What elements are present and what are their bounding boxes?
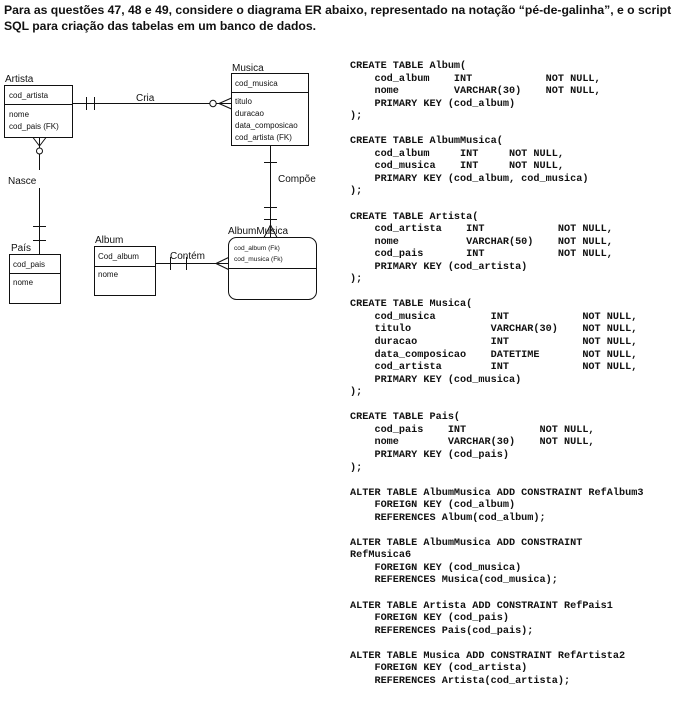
sql-line: PRIMARY KEY (cod_album, cod_musica) [350, 173, 589, 185]
intro-text: Para as questões 47, 48 e 49, considere … [4, 2, 672, 34]
albummusica-key-attr: cod_album (Fk) [234, 245, 280, 252]
sql-line: CREATE TABLE Artista( [350, 211, 479, 223]
sql-line: REFERENCES Album(cod_album); [350, 512, 546, 524]
intro-line-1: Para as questões 47, 48 e 49, considere … [4, 3, 672, 17]
sql-line [350, 199, 643, 212]
sql-line: ALTER TABLE AlbumMusica ADD CONSTRAINT [350, 537, 583, 549]
entity-albummusica-title: AlbumMusica [228, 226, 288, 237]
entity-musica-title: Musica [232, 63, 264, 74]
sql-line: ); [350, 462, 363, 474]
entity-pais-title: País [11, 243, 31, 254]
sql-line: cod_album INT NOT NULL, [350, 73, 601, 85]
sql-line: PRIMARY KEY (cod_artista) [350, 261, 528, 273]
sql-line [350, 638, 643, 651]
sql-line [350, 588, 643, 601]
sql-line [350, 525, 643, 538]
album-attr: nome [98, 270, 119, 279]
sql-line: CREATE TABLE Pais( [350, 412, 461, 424]
intro-line-2: SQL para criação das tabelas em um banco… [4, 19, 317, 33]
sql-line: cod_pais INT NOT NULL, [350, 424, 595, 436]
sql-line [350, 475, 643, 488]
entity-artista-box [4, 85, 73, 138]
sql-line: ALTER TABLE Artista ADD CONSTRAINT RefPa… [350, 600, 613, 612]
musica-attr: data_composicao [235, 121, 298, 130]
sql-line [350, 287, 643, 300]
sql-line: FOREIGN KEY (cod_musica) [350, 562, 522, 574]
sql-line: cod_artista INT NOT NULL, [350, 362, 638, 374]
sql-line: nome VARCHAR(30) NOT NULL, [350, 437, 595, 449]
sql-line: nome VARCHAR(50) NOT NULL, [350, 236, 613, 248]
musica-attr: cod_artista (FK) [235, 133, 292, 142]
sql-line: titulo VARCHAR(30) NOT NULL, [350, 324, 638, 336]
sql-line [350, 400, 643, 413]
sql-line: ALTER TABLE Musica ADD CONSTRAINT RefArt… [350, 650, 626, 662]
relationship-compoe-label: Compõe [278, 174, 316, 185]
musica-attr: titulo [235, 97, 252, 106]
entity-album-box [94, 246, 156, 296]
musica-attr: duracao [235, 109, 264, 118]
relationship-cria-label: Cria [136, 93, 155, 104]
relationship-contem-label: Contém [170, 251, 205, 262]
pais-key-attr: cod_pais [13, 260, 45, 269]
sql-line: REFERENCES Artista(cod_artista); [350, 675, 571, 687]
entity-album-title: Album [95, 235, 123, 246]
albummusica-key-attr: cod_musica (Fk) [234, 256, 283, 263]
sql-script: CREATE TABLE Album( cod_album INT NOT NU… [350, 61, 643, 688]
entity-artista-title: Artista [5, 74, 34, 85]
artista-attr: cod_pais (FK) [9, 122, 59, 131]
sql-line: PRIMARY KEY (cod_album) [350, 98, 516, 110]
artista-key-attr: cod_artista [9, 91, 49, 100]
entity-pais-box [9, 254, 61, 304]
sql-line: ); [350, 111, 363, 123]
sql-line: PRIMARY KEY (cod_pais) [350, 449, 509, 461]
er-diagram: Artista Musica País Album AlbumMusica co… [4, 63, 317, 304]
sql-line: CREATE TABLE AlbumMusica( [350, 136, 503, 148]
sql-line: cod_artista INT NOT NULL, [350, 224, 613, 236]
sql-line: cod_musica INT NOT NULL, [350, 161, 564, 173]
sql-line: PRIMARY KEY (cod_musica) [350, 374, 522, 386]
sql-line: cod_musica INT NOT NULL, [350, 311, 638, 323]
sql-line: REFERENCES Pais(cod_pais); [350, 625, 534, 637]
sql-line: REFERENCES Musica(cod_musica); [350, 575, 558, 587]
sql-line: FOREIGN KEY (cod_pais) [350, 613, 509, 625]
artista-attr: nome [9, 110, 30, 119]
sql-line: cod_album INT NOT NULL, [350, 148, 564, 160]
sql-line: nome VARCHAR(30) NOT NULL, [350, 86, 601, 98]
pais-attr: nome [13, 278, 34, 287]
sql-line: ); [350, 274, 363, 286]
sql-line: data_composicao DATETIME NOT NULL, [350, 349, 638, 361]
relationship-nasce-line [32, 137, 47, 255]
sql-line: cod_pais INT NOT NULL, [350, 249, 613, 261]
sql-line: CREATE TABLE Musica( [350, 299, 473, 311]
album-key-attr: Cod_album [98, 252, 139, 261]
sql-line: FOREIGN KEY (cod_album) [350, 500, 516, 512]
relationship-contem-line [155, 257, 229, 270]
sql-line: RefMusica6 [350, 550, 412, 562]
sql-line: CREATE TABLE Album( [350, 61, 467, 72]
sql-line [350, 124, 643, 137]
musica-key-attr: cod_musica [235, 79, 278, 88]
relationship-cria-line [72, 97, 232, 110]
relationship-compoe-line [263, 145, 278, 238]
sql-line: ALTER TABLE AlbumMusica ADD CONSTRAINT R… [350, 487, 644, 499]
sql-line: ); [350, 186, 363, 198]
sql-line: FOREIGN KEY (cod_artista) [350, 663, 528, 675]
sql-line: ); [350, 387, 363, 399]
relationship-nasce-label: Nasce [8, 176, 37, 187]
sql-line: duracao INT NOT NULL, [350, 337, 638, 349]
